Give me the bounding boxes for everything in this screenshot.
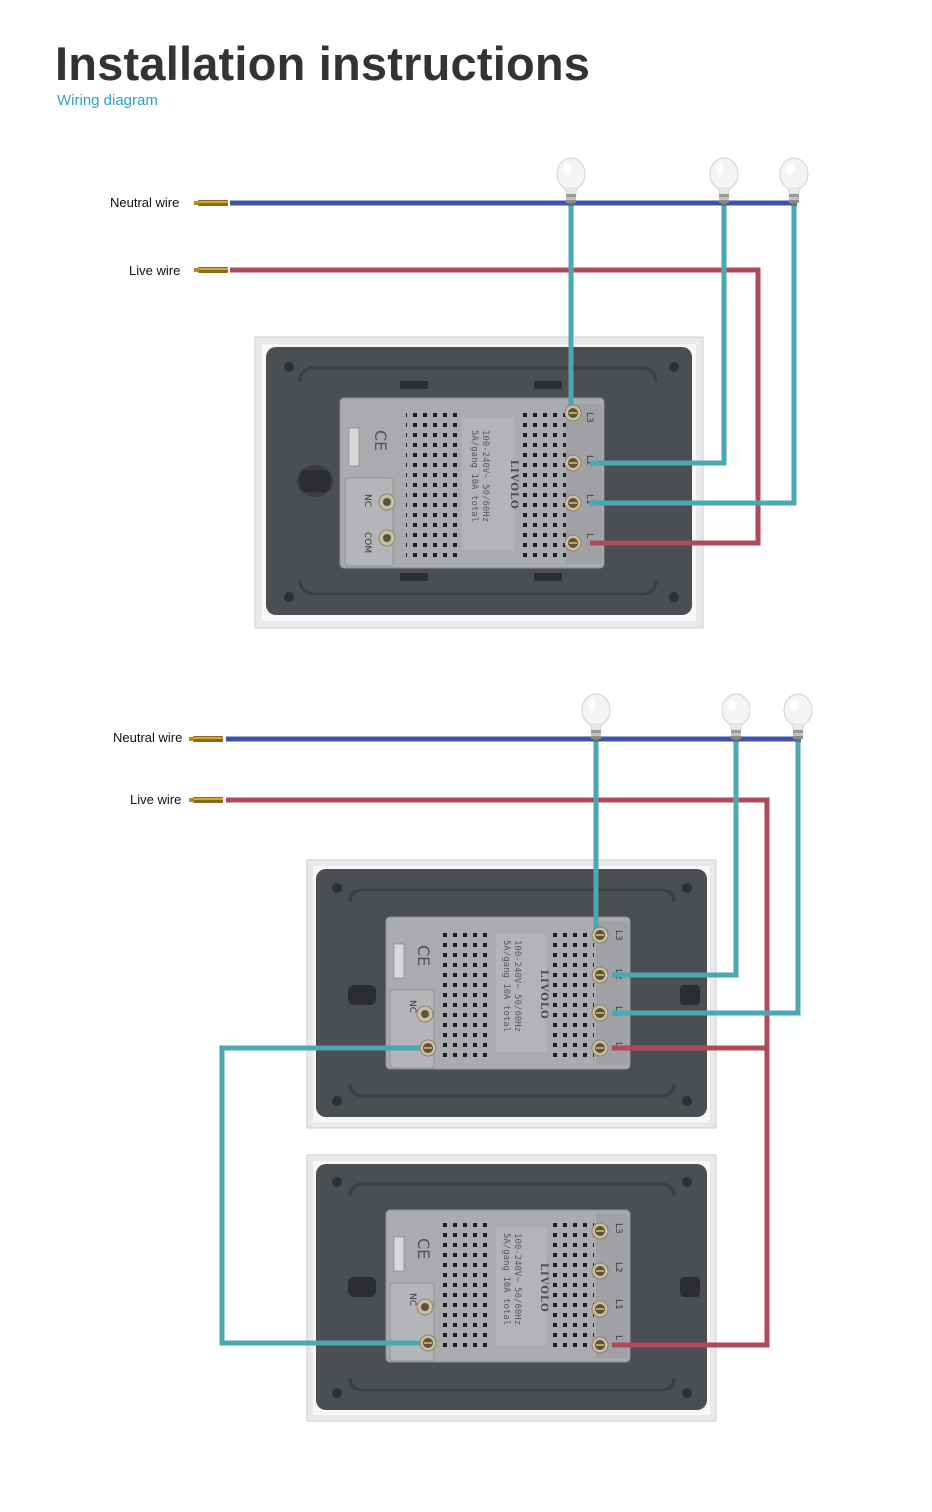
wire-tip-icon — [189, 736, 223, 742]
screw-terminal-icon — [564, 494, 582, 512]
screw-terminal-icon — [591, 1039, 609, 1057]
ce-mark: CE — [414, 945, 433, 966]
switched-wire-l1 — [590, 205, 797, 506]
brand-label: LIVOLO — [538, 1263, 549, 1313]
light-bulb-icon — [721, 693, 751, 743]
svg-text:NC: NC — [407, 1293, 417, 1306]
screw-terminal-icon — [591, 926, 609, 944]
live-wire-label: Live wire — [129, 263, 180, 278]
screw-terminal-icon — [564, 534, 582, 552]
ce-mark: CE — [414, 1238, 433, 1259]
brand-label: LIVOLO — [538, 970, 549, 1020]
screw-terminal-icon — [591, 1222, 609, 1240]
svg-text:100-240V~ 50/60Hz: 100-240V~ 50/60Hz — [512, 940, 522, 1032]
light-bulb-icon — [783, 693, 813, 743]
svg-text:5A/gang 10A total: 5A/gang 10A total — [469, 430, 479, 522]
switch-module-1: 100-240V~ 50/60Hz 5A/gang 10A total LIVO… — [339, 397, 605, 569]
svg-text:5A/gang 10A total: 5A/gang 10A total — [501, 940, 511, 1032]
neutral-wire-label: Neutral wire — [113, 730, 182, 745]
svg-text:L3: L3 — [613, 930, 623, 941]
svg-text:COM: COM — [362, 532, 372, 553]
screw-terminal-icon — [564, 404, 582, 422]
svg-text:L3: L3 — [613, 1223, 623, 1234]
screw-terminal-icon — [564, 454, 582, 472]
svg-text:L1: L1 — [584, 494, 594, 505]
screw-terminal-icon — [591, 1004, 609, 1022]
svg-text:NC: NC — [407, 1000, 417, 1013]
live-wire-2 — [226, 797, 770, 1348]
page-title: Installation instructions — [55, 37, 591, 90]
traveler-wire — [219, 1045, 428, 1346]
diagram-2: 100-240V~ 50/60Hz 5A/gang 10A total LIVO… — [113, 693, 813, 1422]
neutral-wire-label: Neutral wire — [110, 195, 179, 210]
svg-text:NC: NC — [362, 494, 372, 507]
svg-text:100-240V~ 50/60Hz: 100-240V~ 50/60Hz — [480, 430, 490, 522]
svg-text:5A/gang 10A total: 5A/gang 10A total — [501, 1233, 511, 1325]
wire-tip-icon — [189, 797, 223, 803]
svg-text:100-240V~ 50/60Hz: 100-240V~ 50/60Hz — [512, 1233, 522, 1325]
wire-tip-icon — [194, 200, 228, 206]
svg-text:L3: L3 — [584, 412, 594, 423]
live-wire-label: Live wire — [130, 792, 181, 807]
screw-terminal-icon — [419, 1039, 437, 1057]
switched-wire-l2 — [612, 741, 739, 978]
diagram-1: 100-240V~ 50/60Hz 5A/gang 10A total LIVO… — [110, 157, 809, 629]
switched-wire-l2 — [590, 205, 727, 466]
light-bulb-icon — [779, 157, 809, 207]
svg-text:L2: L2 — [613, 1262, 623, 1273]
ce-mark: CE — [371, 430, 390, 451]
svg-text:L: L — [613, 1335, 623, 1340]
module-spec-text: 100-240V~ 50/60Hz 5A/gang 10A total — [469, 430, 490, 522]
switched-wire-l1 — [612, 741, 801, 1016]
light-bulb-icon — [709, 157, 739, 207]
svg-text:L1: L1 — [613, 1299, 623, 1310]
page-subtitle: Wiring diagram — [57, 92, 158, 109]
screw-terminal-icon — [419, 1334, 437, 1352]
switch-module-2a: 100-240V~ 50/60Hz 5A/gang 10A total LIVO… — [385, 916, 631, 1070]
switch-module-2b: 100-240V~ 50/60Hz 5A/gang 10A total LIVO… — [385, 1209, 631, 1363]
light-bulb-icon — [581, 693, 611, 743]
brand-label: LIVOLO — [508, 460, 519, 510]
svg-text:L: L — [584, 533, 594, 538]
light-bulb-icon — [556, 157, 586, 207]
svg-text:L2: L2 — [584, 455, 594, 466]
live-wire-1 — [230, 267, 761, 546]
screw-terminal-icon — [591, 1300, 609, 1318]
svg-text:L: L — [613, 1042, 623, 1047]
screw-terminal-icon — [591, 1262, 609, 1280]
screw-terminal-icon — [591, 966, 609, 984]
wire-tip-icon — [194, 267, 228, 273]
screw-terminal-icon — [591, 1336, 609, 1354]
